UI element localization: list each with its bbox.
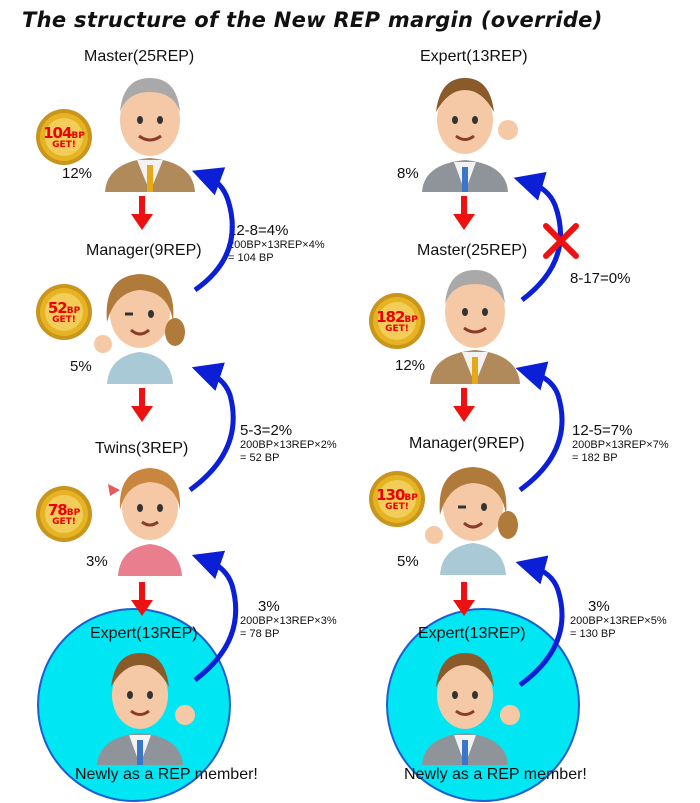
right-badge-master: 182BP GET! — [368, 292, 426, 350]
left-twins-percent: 3% — [86, 553, 108, 570]
left-calc-master-result: = 104 BP — [228, 252, 274, 264]
left-badge-manager-value: 52 — [47, 299, 68, 317]
right-master-percent: 12% — [395, 357, 426, 374]
girl-twins-icon — [108, 468, 182, 576]
right-calc-expert-main: 8-17=0% — [570, 270, 631, 287]
right-calc-expert: 8-17=0% — [570, 270, 630, 287]
left-calc-manager-result: = 52 BP — [240, 452, 280, 464]
left-badge-twins-value: 78 — [47, 501, 68, 519]
left-calc-manager-formula: 200BP×13REP×2% — [240, 439, 337, 451]
curved-up-arrow-icon — [188, 362, 236, 493]
young-businessman-icon — [422, 78, 518, 192]
right-badge-master-value: 182 — [376, 308, 405, 326]
curved-up-arrow-icon — [513, 171, 563, 302]
left-node-expert-label: Expert(13REP) — [90, 625, 198, 642]
right-new-member-note: Newly as a REP member! — [404, 766, 587, 783]
curved-up-arrow-icon — [191, 167, 235, 293]
young-businessman-icon — [422, 653, 520, 765]
right-calc-master-result: = 182 BP — [572, 452, 618, 464]
left-calc-master-main: 12-8=4% — [228, 222, 289, 239]
left-badge-twins-get: GET! — [52, 517, 76, 527]
right-calc-manager: 3% 200BP×13REP×5% = 130 BP — [570, 598, 667, 641]
right-calc-master-formula: 200BP×13REP×7% — [572, 439, 669, 451]
female-manager-icon — [94, 274, 185, 384]
right-badge-manager-value: 130 — [376, 486, 405, 504]
down-arrow-icon — [131, 196, 153, 230]
left-node-manager-label: Manager(9REP) — [86, 242, 202, 259]
right-badge-master-get: GET! — [385, 324, 409, 334]
right-node-expert-bottom-label: Expert(13REP) — [418, 625, 526, 642]
young-businessman-icon — [97, 653, 195, 765]
female-manager-icon — [425, 467, 518, 575]
left-badge-manager-get: GET! — [52, 315, 76, 325]
left-calc-twins-main: 3% — [258, 598, 280, 615]
curved-up-arrow-icon — [515, 555, 565, 688]
left-calc-manager: 5-3=2% 200BP×13REP×2% = 52 BP — [240, 422, 337, 465]
older-businessman-icon — [430, 270, 520, 384]
right-node-expert-top-label: Expert(13REP) — [420, 48, 528, 65]
diagram-title: The structure of the New REP margin (ove… — [22, 8, 603, 32]
left-new-member-note: Newly as a REP member! — [75, 766, 258, 783]
left-badge-master: 104BP GET! — [35, 108, 93, 166]
right-badge-manager-unit: BP — [404, 493, 418, 503]
curved-up-arrow-icon — [191, 550, 239, 682]
right-badge-manager: 130BP GET! — [368, 470, 426, 528]
right-badge-master-unit: BP — [404, 315, 418, 325]
left-manager-percent: 5% — [70, 358, 92, 375]
left-calc-twins-result: = 78 BP — [240, 628, 280, 640]
left-calc-master: 12-8=4% 200BP×13REP×4% = 104 BP — [228, 222, 325, 265]
right-calc-master: 12-5=7% 200BP×13REP×7% = 182 BP — [572, 422, 669, 465]
left-node-twins-label: Twins(3REP) — [95, 440, 189, 457]
left-calc-twins: 3% 200BP×13REP×3% = 78 BP — [240, 598, 337, 641]
right-expert-percent: 8% — [397, 165, 419, 182]
right-badge-manager-get: GET! — [385, 502, 409, 512]
right-calc-manager-formula: 200BP×13REP×5% — [570, 615, 667, 627]
left-master-percent: 12% — [62, 165, 93, 182]
left-badge-manager: 52BP GET! — [35, 283, 93, 341]
right-node-manager-label: Manager(9REP) — [409, 435, 525, 452]
left-calc-twins-formula: 200BP×13REP×3% — [240, 615, 337, 627]
left-node-master-label: Master(25REP) — [84, 48, 195, 65]
left-badge-master-unit: BP — [71, 131, 85, 141]
down-arrow-icon — [131, 388, 153, 422]
gold-coin-icon — [36, 284, 92, 340]
left-badge-master-get: GET! — [52, 140, 76, 150]
right-manager-percent: 5% — [397, 553, 419, 570]
left-badge-master-value: 104 — [43, 124, 72, 142]
left-calc-manager-main: 5-3=2% — [240, 422, 293, 439]
curved-up-arrow-icon — [515, 361, 565, 493]
cross-icon — [543, 223, 579, 259]
right-calc-manager-result: = 130 BP — [570, 628, 616, 640]
right-node-master-label: Master(25REP) — [417, 242, 528, 259]
gold-coin-icon — [36, 109, 92, 165]
left-calc-master-formula: 200BP×13REP×4% — [228, 239, 325, 251]
right-calc-manager-main: 3% — [588, 598, 610, 615]
gold-coin-icon — [36, 486, 92, 542]
right-calc-master-main: 12-5=7% — [572, 422, 633, 439]
gold-coin-icon — [369, 293, 425, 349]
left-badge-twins-unit: BP — [66, 508, 81, 518]
left-badge-manager-unit: BP — [66, 306, 81, 316]
left-badge-twins: 78BP GET! — [35, 485, 93, 543]
down-arrow-icon — [453, 582, 475, 616]
down-arrow-icon — [131, 582, 153, 616]
down-arrow-icon — [453, 388, 475, 422]
down-arrow-icon — [453, 196, 475, 230]
older-businessman-icon — [105, 78, 195, 192]
gold-coin-icon — [369, 471, 425, 527]
